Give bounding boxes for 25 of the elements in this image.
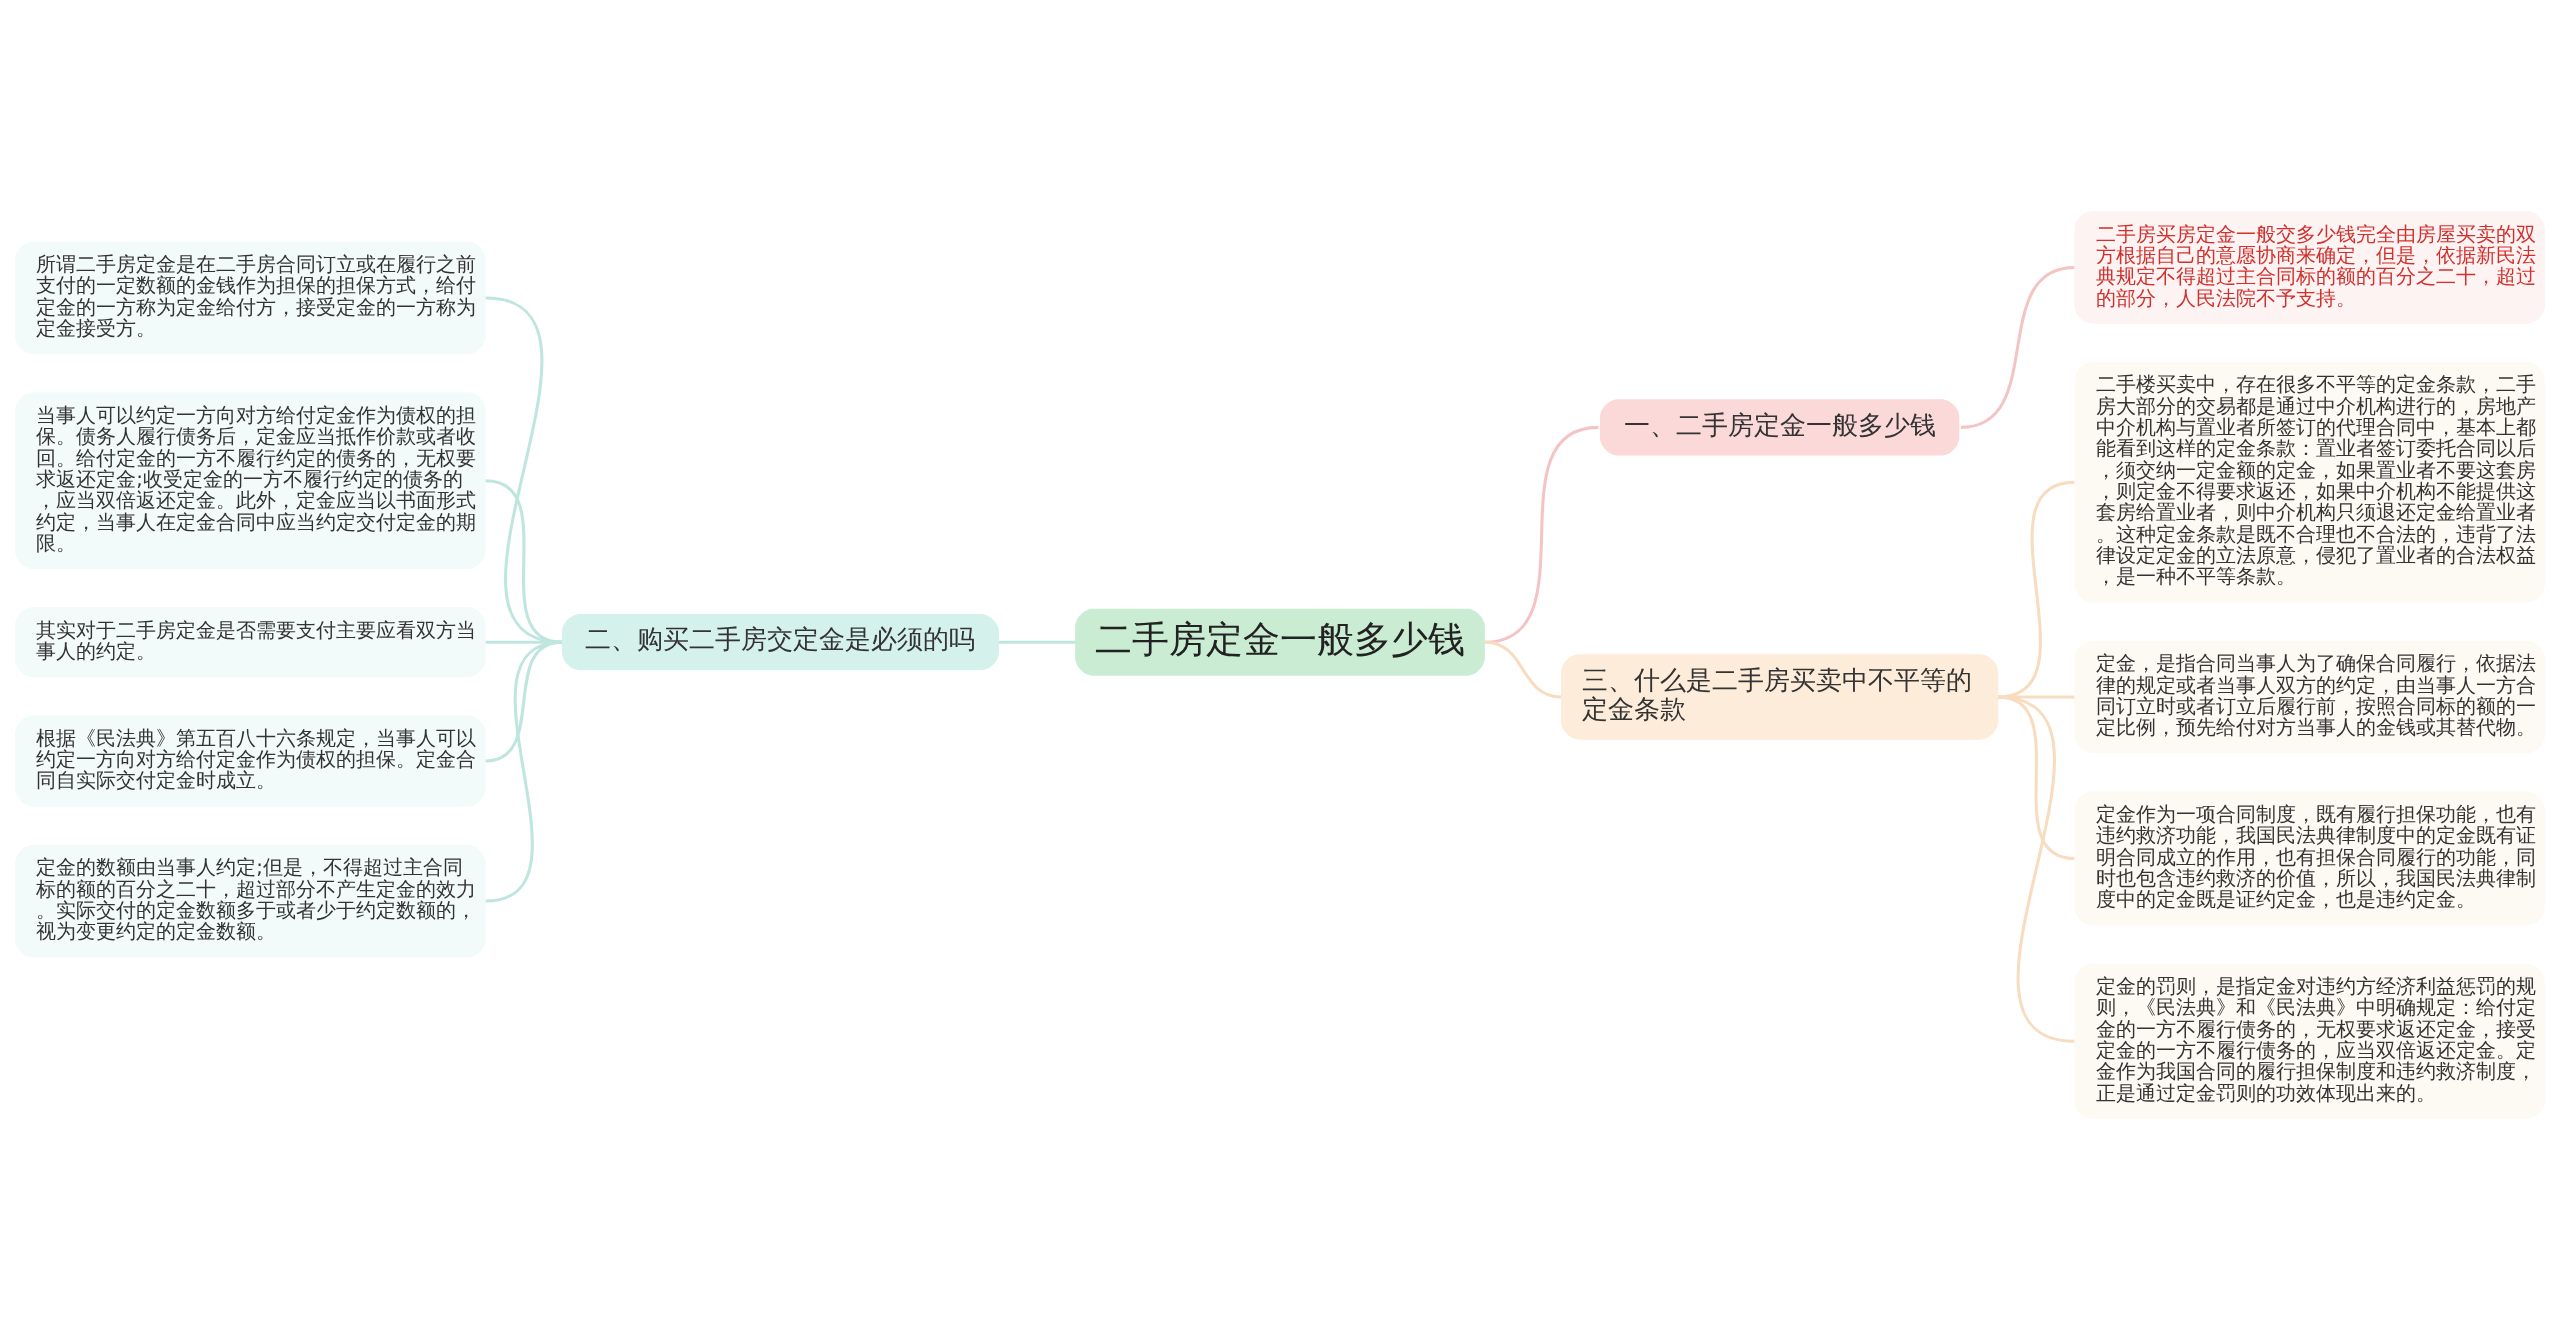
connector: [1484, 425, 1599, 644]
node-box: 定金作为一项合同制度，既有履行担保功能，也有违约救济功能，我国民法典律制度中的定金既有证明合同成立的作用，也有担保合同履行的功能，同时也包含违约救济的价值，所以，我国民法典律制度中的定金既是证约定金，也是违约定金。: [2074, 791, 2545, 926]
node-box: 二、购买二手房交定金是必须的吗: [561, 613, 999, 671]
node-box: 二手房买房定金一般交多少钱完全由房屋买卖的双方根据自己的意愿协商来确定，但是，依据新民法典规定不得超过主合同标的额的百分之二十，超过的部分，人民法院不予支持。: [2074, 211, 2545, 324]
connector: [1997, 695, 2075, 1043]
connector: [1484, 640, 1562, 699]
node-box: 二手房定金一般多少钱: [1075, 608, 1485, 676]
node-box: 当事人可以约定一方向对方给付定金作为债权的担保。债务人履行债务后，定金应当抵作价款或者收回。给付定金的一方不履行约定的债务的，无权要求返还定金;收受定金的一方不履行约定的债务的，应当双倍返还定金。此外，定金应当以书面形式约定，当事人在定金合同中应当约定交付定金的期限。: [15, 392, 486, 570]
node-box: 所谓二手房定金是在二手房合同订立或在履行之前支付的一定数额的金钱作为担保的担保方式，给付定金的一方称为定金给付方，接受定金的一方称为定金接受方。: [15, 241, 486, 355]
node-box: 三、什么是二手房买卖中不平等的定金条款: [1561, 654, 1999, 740]
connector: [485, 296, 563, 644]
node-box: 定金的罚则，是指定金对违约方经济利益惩罚的规则，《民法典》和《民法典》中明确规定：给付定金的一方不履行债务的，无权要求返还定金，接受定金的一方不履行债务的，应当双倍返还定金。定金作为我国合同的履行担保制度和违约救济制度，正是通过定金罚则的功效体现出来的。: [2074, 963, 2545, 1119]
connector: [485, 479, 563, 644]
node-box: 定金，是指合同当事人为了确保合同履行，依据法律的规定或者当事人双方的约定，由当事人一方合同订立时或者订立后履行前，按照合同标的额的一定比例，预先给付对方当事人的金钱或其替代物。: [2074, 640, 2545, 754]
connector: [485, 640, 563, 903]
node-box: 定金的数额由当事人约定;但是，不得超过主合同标的额的百分之二十，超过部分不产生定金的效力。实际交付的定金数额多于或者少于约定数额的，视为变更约定的定金数额。: [15, 844, 486, 958]
node-box: 二手楼买卖中，存在很多不平等的定金条款，二手房大部分的交易都是通过中介机构进行的，房地产中介机构与置业者所签订的代理合同中，基本上都能看到这样的定金条款：置业者签订委托合同以后，须交纳一定金额的定金，如果置业者不要这套房，则定金不得要求返还，如果中介机构不能提供这套房给置业者，则中介机构只须退还定金给置业者。这种定金条款是既不合理也不合法的，违背了法律设定定金的立法原意，侵犯了置业者的合法权益，是一种不平等条款。: [2074, 361, 2545, 603]
connector: [1997, 695, 2075, 860]
node-box: 一、二手房定金一般多少钱: [1599, 399, 1960, 456]
node-box: 根据《民法典》第五百八十六条规定，当事人可以约定一方向对方给付定金作为债权的担保。定金合同自实际交付定金时成立。: [15, 715, 486, 807]
node-box: 其实对于二手房定金是否需要支付主要应看双方当事人的约定。: [15, 607, 486, 678]
connector: [998, 640, 1076, 644]
connector: [1998, 695, 2075, 699]
connector: [1960, 265, 2075, 429]
connector: [1997, 480, 2075, 699]
